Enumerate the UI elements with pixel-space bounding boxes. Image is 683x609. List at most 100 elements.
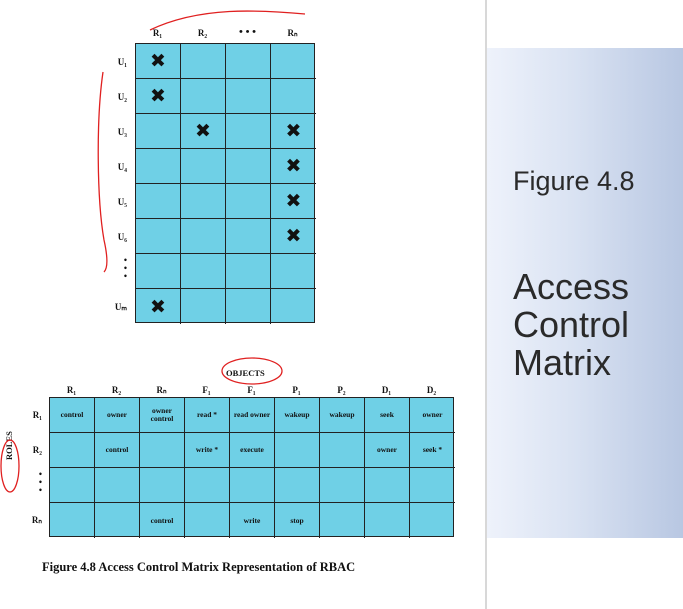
access-right-cell [275,433,320,468]
bottom-row-header: R₂ [32,445,42,455]
side-panel [487,48,683,538]
top-row-header: U₆ [117,232,127,242]
access-right-cell: stop [275,503,320,538]
matrix-cell [181,289,226,324]
matrix-cell [271,44,316,79]
top-col-header: R₂ [197,28,208,38]
access-right-cell: read * [185,398,230,433]
access-right-cell: write * [185,433,230,468]
access-right-cell [140,468,185,503]
access-right-cell: control [140,503,185,538]
matrix-cell [136,219,181,254]
matrix-cell [136,254,181,289]
access-right-cell [50,433,95,468]
matrix-cell [226,289,271,324]
access-right-cell: seek * [410,433,455,468]
access-right-cell: owner [95,398,140,433]
bottom-row-header: Rₙ [31,515,42,525]
matrix-cell [181,79,226,114]
top-row-header: U₃ [117,127,127,137]
side-title: Access Control Matrix [513,268,683,382]
matrix-cell [181,44,226,79]
top-row-header: Uₘ [114,302,127,312]
bottom-col-header: D₂ [426,385,437,395]
matrix-cell [136,114,181,149]
access-right-cell [50,503,95,538]
access-right-cell: control [50,398,95,433]
bottom-col-header: F₁ [202,385,211,395]
access-right-cell: owner [365,433,410,468]
bottom-col-header: R₂ [111,385,122,395]
side-title-line: Access [513,266,630,307]
objects-label: OBJECTS [226,368,265,378]
bottom-col-header: R₁ [66,385,77,395]
matrix-cell [181,219,226,254]
roles-label: ROLES [4,431,14,460]
assignment-mark-icon: ✖ [136,289,181,324]
matrix-cell [271,79,316,114]
top-row-header: U₂ [117,92,127,102]
access-right-cell: control [95,433,140,468]
top-row-header: U₄ [117,162,127,172]
matrix-cell [226,184,271,219]
top-row-header: U₁ [117,57,127,67]
top-row-header: U₅ [117,197,127,207]
matrix-cell [226,44,271,79]
access-right-cell [140,433,185,468]
assignment-mark-icon: ✖ [271,149,316,184]
bottom-col-header: P₂ [337,385,346,395]
matrix-cell [181,149,226,184]
matrix-cell [181,254,226,289]
top-col-header: • • • [238,26,257,38]
assignment-mark-icon: ✖ [181,114,226,149]
divider [485,0,487,609]
top-col-header: R₁ [152,28,163,38]
access-right-cell [50,468,95,503]
access-right-cell [95,468,140,503]
side-title-line: Control [513,304,630,345]
access-right-cell [410,468,455,503]
access-right-cell [365,468,410,503]
assignment-mark-icon: ✖ [271,184,316,219]
access-right-cell [275,468,320,503]
matrix-cell [136,184,181,219]
bottom-col-header: P₁ [292,385,301,395]
access-right-cell: owner [410,398,455,433]
top-row-header: • • • [123,255,127,281]
bottom-row-header: • • • [38,469,42,495]
access-right-cell: execute [230,433,275,468]
access-right-cell [410,503,455,538]
access-right-cell [185,503,230,538]
access-right-cell: write [230,503,275,538]
bottom-row-header: R₁ [32,410,42,420]
access-right-cell [230,468,275,503]
matrix-cell [226,149,271,184]
user-role-matrix: ✖✖✖✖✖✖✖✖ [135,43,316,324]
access-right-cell [185,468,230,503]
access-right-cell [95,503,140,538]
bottom-col-header: D₁ [381,385,392,395]
bottom-col-header: Rₙ [156,385,167,395]
access-right-cell: owner control [140,398,185,433]
matrix-cell [271,254,316,289]
figure-caption: Figure 4.8 Access Control Matrix Represe… [42,560,356,574]
assignment-mark-icon: ✖ [136,44,181,79]
access-right-cell [320,468,365,503]
access-right-cell [320,503,365,538]
access-right-cell: wakeup [320,398,365,433]
access-right-cell: read owner [230,398,275,433]
assignment-mark-icon: ✖ [271,114,316,149]
access-right-cell [365,503,410,538]
assignment-mark-icon: ✖ [271,219,316,254]
matrix-cell [226,79,271,114]
bottom-col-header: F₁ [247,385,256,395]
matrix-cell [226,254,271,289]
matrix-cell [271,289,316,324]
assignment-mark-icon: ✖ [136,79,181,114]
access-right-cell: wakeup [275,398,320,433]
access-right-cell: seek [365,398,410,433]
matrix-cell [226,219,271,254]
side-title-line: Matrix [513,342,611,383]
side-subtitle: Figure 4.8 [513,166,635,196]
